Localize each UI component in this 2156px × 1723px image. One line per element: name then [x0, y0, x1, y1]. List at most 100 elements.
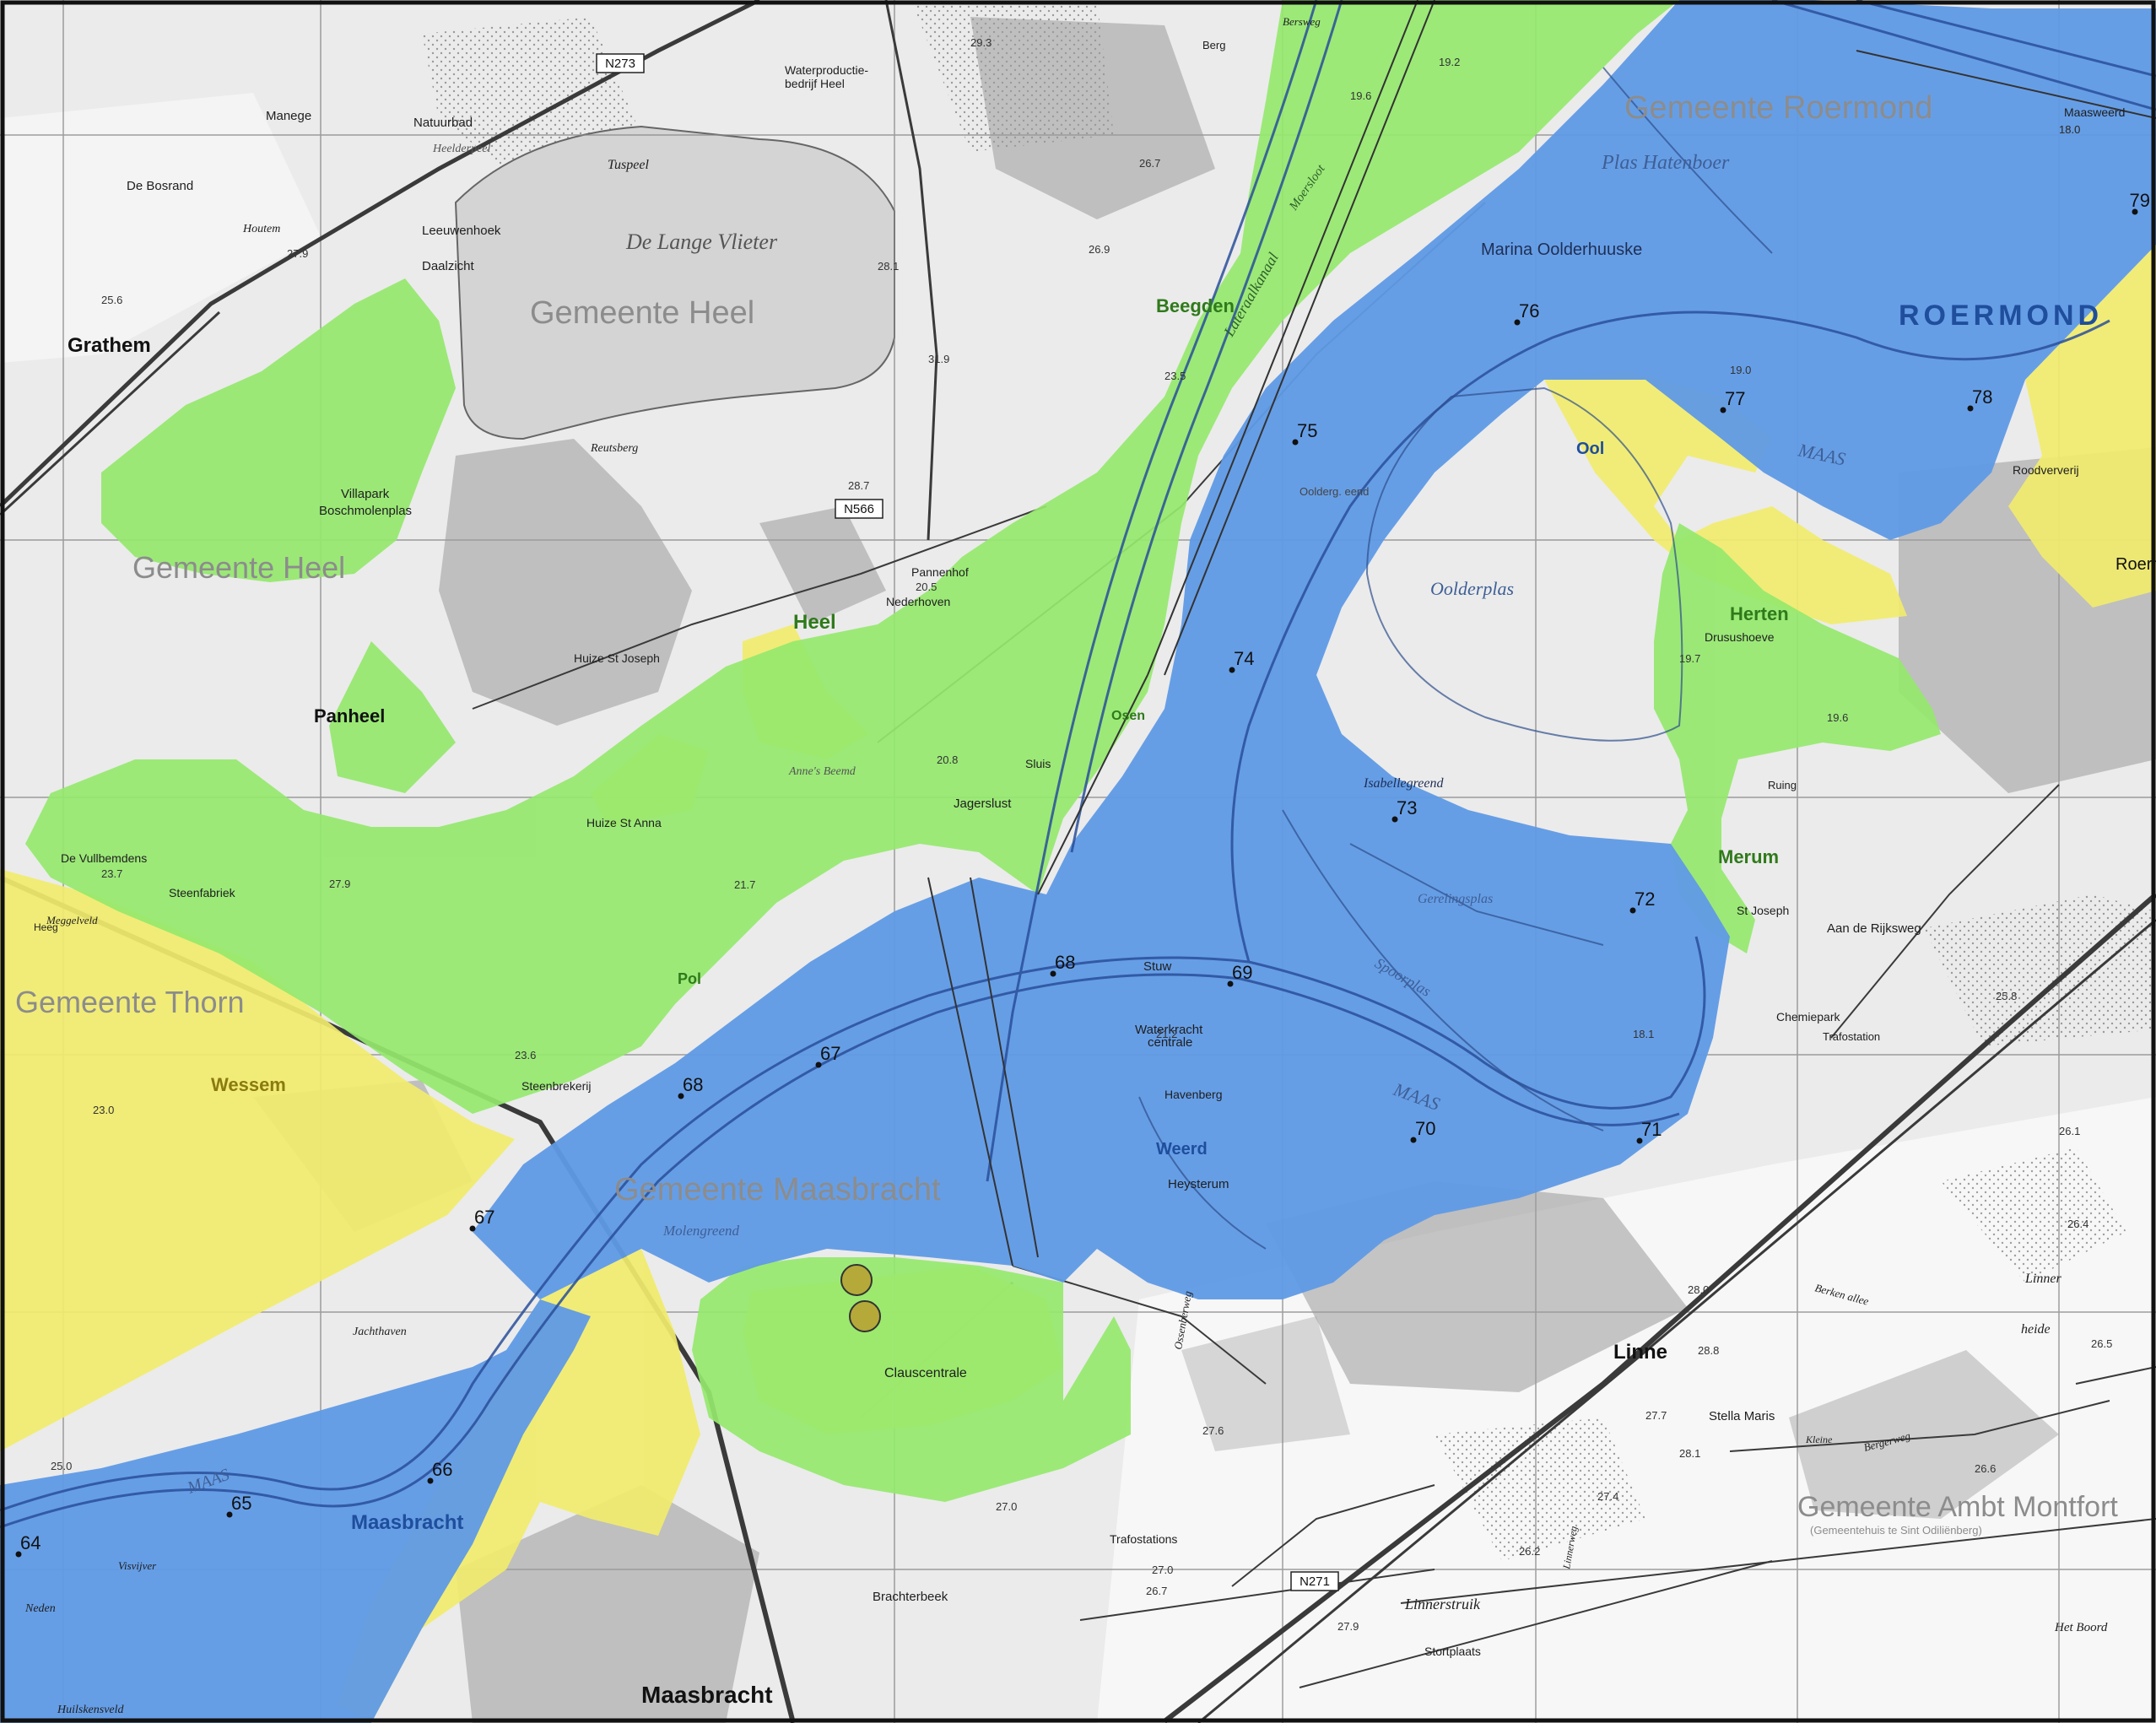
km-dot	[226, 1511, 233, 1518]
elevation-label: 25.8	[1996, 990, 2017, 1002]
label-daalzicht: Daalzicht	[422, 259, 475, 273]
km-dot	[469, 1225, 476, 1232]
elevation-label: 26.4	[2067, 1218, 2088, 1230]
elevation-label: 19.6	[1827, 711, 1848, 724]
elevation-label: 21.7	[734, 878, 755, 891]
river-km-66: 66	[427, 1459, 452, 1484]
label-a-d-rijksweg: Aan de Rijksweg	[1827, 921, 1921, 936]
municipality-labels: Gemeente Heel Gemeente Heel Gemeente Tho…	[15, 90, 2118, 1537]
label-natuurbad: Natuurbad	[413, 116, 473, 130]
elevation-label: 26.7	[1139, 157, 1160, 170]
km-dot	[678, 1093, 684, 1099]
road-n273-shield: N273	[596, 53, 645, 73]
elevation-label: 18.0	[2059, 123, 2080, 136]
munic-roermond: Gemeente Roermond	[1624, 90, 1932, 126]
place-beegden: Beegden	[1156, 295, 1235, 316]
place-herten: Herten	[1730, 603, 1789, 624]
km-dot	[815, 1061, 822, 1068]
label-meggelveld: Meggelveld	[46, 914, 98, 926]
river-km-75: 75	[1292, 420, 1317, 446]
river-km-78: 78	[1967, 386, 1992, 412]
elevation-label: 26.1	[2059, 1125, 2080, 1137]
label-heelderpeel: Heelderpeel	[432, 143, 491, 155]
woodland-6	[1435, 1418, 1645, 1561]
lake-lange-vlieter	[454, 125, 895, 440]
km-label: 65	[231, 1493, 251, 1514]
label-drusushoeve: Drusushoeve	[1705, 630, 1775, 644]
place-panheel: Panheel	[314, 705, 385, 726]
label-linner-heide: Linner	[2024, 1272, 2061, 1286]
munic-ambt-sub: (Gemeentehuis te Sint Odiliënberg)	[1810, 1524, 1982, 1537]
km-label: 71	[1641, 1119, 1662, 1140]
km-label: 64	[20, 1532, 41, 1553]
label-maasweerd: Maasweerd	[2064, 105, 2125, 119]
elevation-label: 31.9	[928, 353, 949, 365]
label-nederhoven: Nederhoven	[886, 595, 950, 608]
label-lange-vlieter: De Lange Vlieter	[625, 230, 778, 254]
elevation-label: 23.5	[1164, 370, 1186, 382]
label-heide: heide	[2021, 1322, 2051, 1337]
km-label: 75	[1297, 420, 1317, 441]
label-tuspeel: Tuspeel	[608, 158, 649, 172]
clauscentrale-tank-2	[849, 1300, 881, 1332]
label-heysterum: Heysterum	[1168, 1177, 1229, 1191]
km-label: 72	[1635, 889, 1655, 910]
km-label: 70	[1415, 1118, 1435, 1139]
river-km-70: 70	[1410, 1118, 1435, 1143]
elevation-label: 19.6	[1350, 89, 1371, 102]
label-plas-hatenboer: Plas Hatenboer	[1601, 152, 1730, 174]
label-jagerslust: Jagerslust	[954, 797, 1012, 811]
river-km-73: 73	[1391, 797, 1417, 823]
km-dot	[1636, 1137, 1643, 1144]
river-km-79: 79	[2130, 190, 2150, 215]
woodland-3	[1941, 1148, 2126, 1283]
elevation-label: 28.0	[1688, 1283, 1709, 1296]
place-pol: Pol	[678, 970, 701, 987]
place-weerd: Weerd	[1156, 1140, 1208, 1159]
km-label: 67	[820, 1043, 840, 1064]
label-stella-maris: Stella Maris	[1709, 1409, 1775, 1423]
munic-thorn: Gemeente Thorn	[15, 985, 245, 1019]
elevation-label: 27.9	[329, 878, 350, 890]
elevation-label: 27.4	[1597, 1490, 1618, 1503]
label-waterproductie2: bedrijf Heel	[785, 77, 845, 90]
elevation-label: 18.1	[1633, 1028, 1654, 1040]
river-km-64: 64	[15, 1532, 41, 1558]
km-label: 69	[1232, 962, 1252, 983]
elevation-label: 28.1	[878, 260, 899, 273]
open-field-nw	[0, 93, 321, 363]
km-label: 67	[474, 1207, 494, 1228]
road-n271-shield: N271	[1290, 1571, 1339, 1591]
label-huize-st-joseph: Huize St Joseph	[574, 651, 660, 665]
label-ruing: Ruing	[1768, 779, 1797, 791]
label-heeg: Heeg	[34, 921, 58, 933]
river-km-72: 72	[1629, 889, 1655, 914]
road-n566-shield: N566	[835, 499, 883, 519]
km-label: 78	[1972, 386, 1992, 408]
elevation-label: 20.5	[916, 581, 937, 593]
label-molengreend: Molengreend	[662, 1223, 740, 1239]
woodland-1	[1924, 894, 2156, 1046]
place-heel: Heel	[793, 611, 836, 634]
km-dot	[1227, 980, 1234, 987]
km-label: 66	[432, 1459, 452, 1480]
label-havenberg: Havenberg	[1164, 1088, 1223, 1101]
km-label: 74	[1234, 648, 1254, 669]
road-n271-label: N271	[1300, 1574, 1330, 1589]
label-boschmolenplas: Boschmolenplas	[319, 504, 412, 518]
elevation-label: 28.1	[1679, 1447, 1700, 1460]
elevation-label: 26.6	[1975, 1462, 1996, 1475]
km-dot	[1967, 405, 1974, 412]
label-oolderplas: Oolderplas	[1430, 578, 1514, 599]
label-berg: Berg	[1202, 39, 1225, 51]
label-centrale: centrale	[1148, 1035, 1192, 1050]
km-dot	[1514, 319, 1521, 326]
km-dot	[1229, 667, 1235, 673]
elevation-label: 19.7	[1679, 652, 1700, 665]
km-label: 79	[2130, 190, 2150, 211]
label-kleine: Kleine	[1805, 1434, 1833, 1445]
label-pannenhof: Pannenhof	[911, 565, 969, 579]
